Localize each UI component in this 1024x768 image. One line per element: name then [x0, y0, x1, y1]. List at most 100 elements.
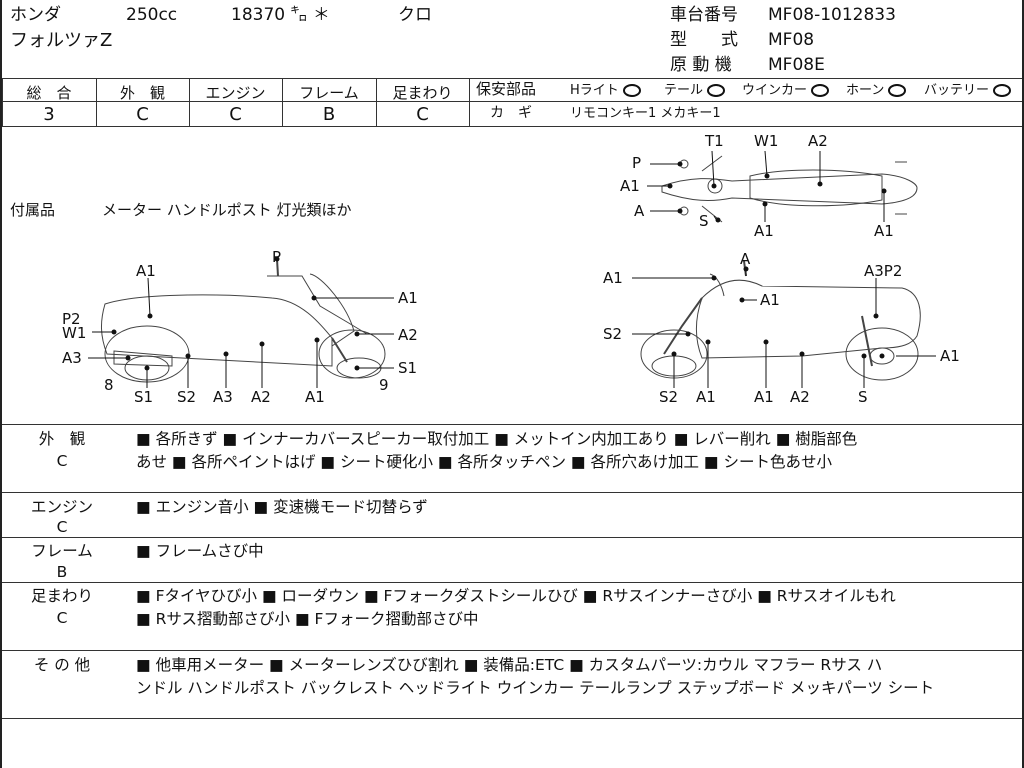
- note-line: あせ ■ 各所ペイントはげ ■ シート硬化小 ■ 各所タッチペン ■ 各所穴あけ…: [136, 453, 832, 471]
- safety-item-label: ウインカー: [742, 83, 808, 98]
- engine-label: 原 動 機: [670, 55, 732, 75]
- divider: [2, 424, 1022, 425]
- model-name: フォルツァZ: [10, 30, 113, 51]
- section-engine-title: エンジン: [30, 498, 93, 516]
- safety-item-horn: ホーン: [846, 83, 907, 98]
- key-label: カ ギ: [490, 105, 532, 121]
- section-frame-grade: B: [56, 563, 68, 581]
- diagram-label: W1: [754, 132, 778, 150]
- section-other-title: そ の 他: [33, 656, 91, 674]
- diagram-label: T1: [704, 132, 724, 150]
- type-label: 型 式: [670, 30, 738, 50]
- diagram-label: A2: [790, 388, 810, 406]
- diagram-label: S2: [603, 325, 622, 343]
- section-suspension-notes: ■ Fタイヤひび小 ■ ローダウン ■ Fフォークダストシールひび ■ Rサスイ…: [136, 585, 1016, 631]
- type-value: MF08: [768, 30, 815, 50]
- section-frame-title: フレーム: [31, 542, 93, 560]
- diagram-label: P: [632, 154, 641, 172]
- diagram-label: S2: [659, 388, 678, 406]
- diagram-label: S1: [398, 359, 417, 377]
- diagram-label: 8: [104, 376, 114, 394]
- grade-engine: C: [229, 104, 242, 125]
- marker-dots: [111, 161, 887, 371]
- diagram-label: A1: [398, 289, 418, 307]
- diagram-label: S1: [134, 388, 153, 406]
- diagram-label: A1: [754, 388, 774, 406]
- leader-lines: [88, 150, 936, 388]
- grade-header-frame: フレーム: [299, 84, 359, 102]
- diagram-label: A3: [62, 349, 82, 367]
- divider: [470, 101, 1022, 102]
- divider: [282, 78, 283, 126]
- diagram-label: A1: [305, 388, 325, 406]
- diagram-label: P: [272, 248, 281, 266]
- safety-label: 保安部品: [476, 80, 537, 98]
- safety-item-headlight: Hライト: [570, 84, 641, 97]
- divider: [2, 78, 1022, 79]
- diagram-label: S: [699, 212, 709, 230]
- color: クロ: [398, 5, 432, 25]
- grade-suspension: C: [416, 104, 429, 125]
- diagram-label: W1: [62, 324, 86, 342]
- divider: [2, 537, 1022, 538]
- section-suspension-title: 足まわり: [30, 587, 93, 605]
- diagram-label: A2: [398, 326, 418, 344]
- divider: [2, 126, 1022, 127]
- diagram-label: A1: [874, 222, 894, 240]
- ok-circle-icon: [811, 84, 830, 97]
- scooter-left-view: [101, 258, 386, 383]
- accessories-label: 付属品: [10, 201, 56, 219]
- divider: [469, 78, 470, 126]
- grade-header-suspension: 足まわり: [392, 84, 453, 102]
- accessories-value: メーター ハンドルポスト 灯光類ほか: [102, 201, 352, 219]
- mileage: 18370 ㌔ ＊: [231, 5, 330, 25]
- diagram-label: A: [634, 202, 645, 220]
- diagram-label: A1: [760, 291, 780, 309]
- section-exterior-grade: C: [56, 452, 68, 470]
- grade-frame: B: [322, 104, 336, 125]
- grade-header-engine: エンジン: [205, 84, 266, 102]
- diagram-label: A1: [696, 388, 716, 406]
- grade-overall: 3: [43, 104, 55, 125]
- note-line: ■ Fタイヤひび小 ■ ローダウン ■ Fフォークダストシールひび ■ Rサスイ…: [136, 587, 896, 605]
- note-line: ■ 他車用メーター ■ メーターレンズひび割れ ■ 装備品:ETC ■ カスタム…: [136, 656, 883, 674]
- key-value: リモコンキー1 メカキー1: [570, 106, 721, 121]
- ok-circle-icon: [622, 84, 641, 97]
- safety-item-label: Hライト: [570, 83, 619, 98]
- divider: [2, 582, 1022, 583]
- note-line: ■ Rサス摺動部さび小 ■ Fフォーク摺動部さび中: [136, 610, 479, 628]
- diagram-label: A1: [940, 347, 960, 365]
- divider: [189, 78, 190, 126]
- section-exterior-title: 外 観: [38, 430, 86, 448]
- section-exterior-notes: ■ 各所きず ■ インナーカバースピーカー取付加工 ■ メットイン内加工あり ■…: [136, 428, 1016, 474]
- note-line: ■ フレームさび中: [136, 542, 264, 560]
- ok-circle-icon: [707, 84, 726, 97]
- divider: [2, 78, 3, 126]
- diagram-label: S2: [177, 388, 196, 406]
- divider: [2, 101, 469, 102]
- divider: [376, 78, 377, 126]
- frame-number: MF08-1012833: [768, 5, 896, 25]
- section-other-notes: ■ 他車用メーター ■ メーターレンズひび割れ ■ 装備品:ETC ■ カスタム…: [136, 654, 1016, 700]
- safety-item-tail: テール: [664, 84, 726, 97]
- safety-item-winker: ウインカー: [742, 83, 830, 98]
- note-line: ■ エンジン音小 ■ 変速機モード切替らず: [136, 498, 428, 516]
- grade-exterior: C: [136, 104, 149, 125]
- damage-diagram: P T1 W1 A2 A1 A S A1 A1 A1 P A1 P2 W1 A2…: [62, 132, 960, 406]
- maker: ホンダ: [10, 5, 61, 25]
- section-engine-notes: ■ エンジン音小 ■ 変速機モード切替らず: [136, 496, 1016, 519]
- grade-header-exterior: 外 観: [119, 84, 165, 102]
- diagram-label: A1: [620, 177, 640, 195]
- divider: [2, 718, 1022, 719]
- safety-item-battery: バッテリー: [924, 84, 1012, 97]
- note-line: ンドル ハンドルポスト バックレスト ヘッドライト ウインカー テールランプ ス…: [136, 679, 935, 697]
- diagram-label: A1: [136, 262, 156, 280]
- ok-circle-icon: [993, 84, 1012, 97]
- diagram-label: 9: [379, 376, 389, 394]
- diagram-label: A3: [213, 388, 233, 406]
- divider: [96, 78, 97, 126]
- ok-circle-icon: [888, 84, 907, 97]
- displacement: 250cc: [126, 5, 178, 25]
- safety-item-label: ホーン: [846, 83, 885, 98]
